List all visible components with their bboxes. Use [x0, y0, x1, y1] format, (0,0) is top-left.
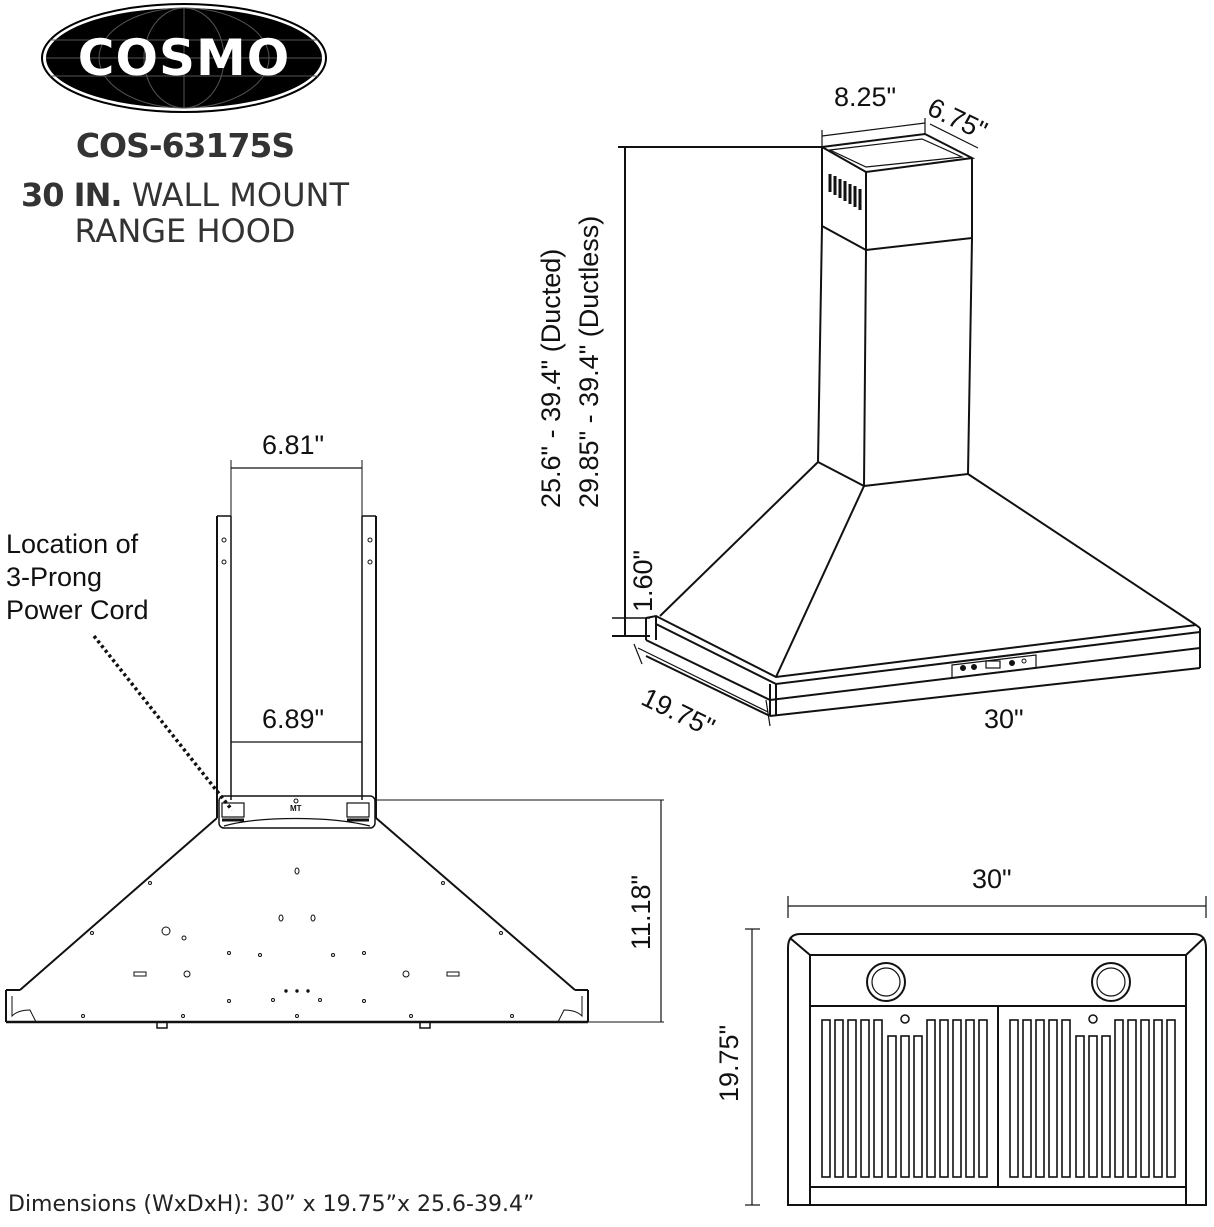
power-cord-callout: Location of 3-Prong Power Cord	[6, 528, 149, 627]
callout-line: 3-Prong	[6, 562, 103, 592]
product-size: 30 IN.	[21, 176, 123, 214]
product-title-line1: 30 IN. WALL MOUNT	[0, 176, 370, 214]
perspective-view-drawing	[612, 118, 1201, 727]
dim-canopy-edge: 1.60"	[628, 549, 658, 612]
dim-top-bracket-width: 6.81"	[262, 430, 325, 460]
dim-inner-width: 6.89"	[262, 704, 325, 734]
dim-height-ductless: 29.85" - 39.4" (Ductless)	[574, 215, 604, 508]
product-title-line2: RANGE HOOD	[74, 212, 296, 250]
logo-text: COSMO	[77, 29, 291, 87]
dim-chimney-width: 8.25"	[834, 82, 897, 112]
bottom-view-drawing	[745, 896, 1207, 1206]
dim-canopy-height: 11.18"	[626, 874, 656, 950]
dim-bottom-depth: 19.75"	[714, 1024, 744, 1102]
cosmo-logo: COSMO	[42, 4, 326, 112]
product-type: WALL MOUNT	[121, 176, 349, 214]
cosmo-logo-globe-icon	[41, 3, 327, 113]
back-view-drawing	[5, 460, 664, 1029]
dimensions-summary: Dimensions (WxDxH): 30” x 19.75”x 25.6-3…	[8, 1192, 535, 1217]
dim-width: 30"	[984, 704, 1024, 734]
callout-line: Location of	[6, 529, 139, 559]
callout-line: Power Cord	[6, 595, 149, 625]
dim-bottom-width: 30"	[972, 864, 1012, 894]
model-number: COS-63175S	[75, 126, 295, 165]
bracket-label: MT	[290, 804, 302, 813]
dim-height-ducted: 25.6" - 39.4" (Ducted)	[536, 248, 566, 508]
